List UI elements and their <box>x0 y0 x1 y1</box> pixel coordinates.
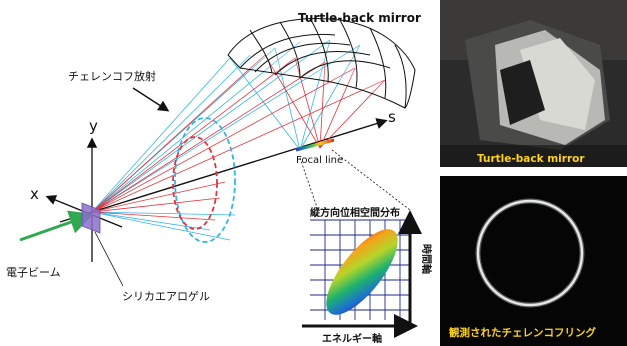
turtle-back-mirror <box>227 17 416 109</box>
red-rays <box>91 54 386 221</box>
cherenkov-cone-cyan <box>174 117 236 243</box>
focal-line-label: Focal line <box>296 155 343 166</box>
s-axis <box>91 118 388 213</box>
mirror-photo: Turtle-back mirror <box>440 0 627 167</box>
cherenkov-cone-red <box>172 136 218 230</box>
cherenkov-label: チェレンコフ放射 <box>68 69 156 83</box>
phase-space-title: 縦方向位相空間分布 <box>310 206 400 219</box>
cherenkov-ring <box>476 199 584 307</box>
s-axis-label: s <box>388 108 396 126</box>
x-axis-label: x <box>30 185 39 203</box>
time-axis-label: 時間軸 <box>420 244 433 274</box>
y-axis-label: y <box>89 117 98 135</box>
electron-beam <box>19 210 94 242</box>
electron-beam-label: 電子ビーム <box>6 266 61 279</box>
ring-photo-caption: 観測されたチェレンコフリング <box>449 326 596 339</box>
focal-line <box>295 138 335 152</box>
mirror-label: Turtle-back mirror <box>298 11 421 25</box>
phase-space-plot: 縦方向位相空間分布 エネルギー軸 時間軸 <box>302 206 433 345</box>
energy-axis-label: エネルギー軸 <box>322 332 382 345</box>
schematic: Turtle-back mirror チェレンコフ放射 s y x Focal … <box>6 11 421 303</box>
cherenkov-pointer <box>132 87 170 112</box>
ring-photo: 観測されたチェレンコフリング <box>440 176 627 346</box>
silica-aerogel-label: シリカエアロゲル <box>122 290 210 303</box>
silica-aerogel-block <box>81 202 101 234</box>
mirror-photo-caption: Turtle-back mirror <box>477 153 585 165</box>
cyan-rays <box>91 39 361 241</box>
phase-space-distribution <box>326 229 398 315</box>
